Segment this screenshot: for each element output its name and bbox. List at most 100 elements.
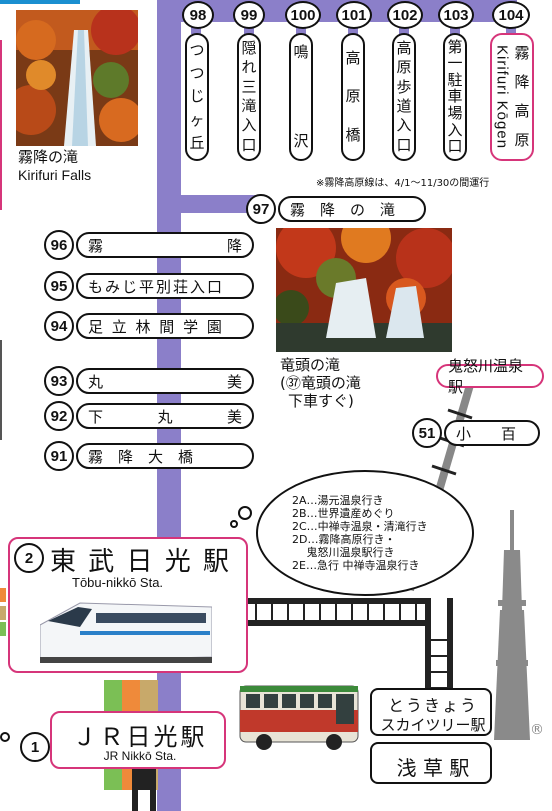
stop-98-char: 丘: [189, 133, 205, 152]
stop-number-92: 92: [44, 401, 74, 431]
stop-104-char: 原: [514, 131, 530, 149]
stop-99-char: れ: [241, 58, 257, 77]
stop-number-91: 91: [44, 441, 74, 471]
bubble-dot-small: [230, 520, 238, 528]
kirifuri-falls-photo: [16, 10, 138, 146]
spacia-train-image: [39, 597, 213, 667]
stop-number-99: 99: [233, 1, 265, 29]
stop-96-label: 霧: [88, 236, 104, 255]
stop-104-char: 降: [514, 73, 530, 91]
asakusa-station-name: 浅 草 駅: [396, 756, 470, 780]
stop-94-label: 足 立 林 間 学 園: [88, 317, 224, 336]
skytree-station-line2: スカイツリー駅: [380, 716, 486, 734]
stop-98-char: つ: [189, 64, 205, 83]
stop-93-label: 丸: [88, 372, 104, 391]
asakusa-station[interactable]: 浅 草 駅: [370, 742, 492, 784]
stop-99-char: 三: [241, 77, 257, 96]
stop-momijidaira-bessou-iriguchi[interactable]: もみじ平別荘入口: [76, 273, 254, 299]
stop-kotsuka[interactable]: 小 百: [444, 420, 540, 446]
stop-99-char: 滝: [241, 97, 257, 116]
stop-93-label: 美: [226, 372, 242, 391]
ryuzu-falls-caption-1: 竜頭の滝: [280, 356, 341, 374]
stop-103-char: 入: [447, 120, 463, 139]
stop-narusawa[interactable]: 鳴 沢: [289, 33, 313, 161]
skytree-silhouette: [494, 510, 530, 740]
stop-number-101: 101: [336, 1, 372, 29]
station-number-2: 2: [14, 543, 44, 573]
stop-number-95: 95: [44, 271, 74, 301]
seasonal-note: ※霧降高原線は、4/1～11/30の間運行: [316, 178, 490, 189]
stop-number-93: 93: [44, 366, 74, 396]
stop-96-label: 降: [226, 236, 242, 255]
stop-shimomarumi[interactable]: 下丸美: [76, 403, 254, 429]
stop-98-char: ヶ: [189, 110, 205, 129]
jr-nikko-station[interactable]: ＪＲ日光駅 JR Nikkō Sta.: [50, 711, 226, 769]
jr-dot: [0, 732, 10, 742]
kirifuri-falls-caption-en: Kirifuri Falls: [18, 167, 92, 183]
bubble-dot-medium: [238, 506, 252, 520]
tobu-station-name-en: Tōbu-nikkō Sta.: [72, 575, 164, 590]
stop-daiichi-chushajo-iriguchi[interactable]: 第 一 駐 車 場 入 口: [443, 33, 467, 161]
stop-104-romaji: Kirifuri Kōgen: [493, 44, 511, 150]
stop-kirifuri-kogen[interactable]: Kirifuri Kōgen 霧 降 高 原: [490, 33, 534, 161]
kinugawa-onsen-station[interactable]: 鬼怒川温泉駅: [436, 357, 544, 396]
stop-marumi[interactable]: 丸美: [76, 368, 254, 394]
stop-104-char: 霧: [514, 44, 530, 62]
stop-number-51: 51: [412, 418, 442, 448]
stop-number-104: 104: [492, 1, 530, 29]
stop-number-100: 100: [285, 1, 321, 29]
registered-mark: ®: [530, 722, 544, 738]
stop-kirifuri[interactable]: 霧降: [76, 232, 254, 258]
stop-adachi-rinkan-gakuen[interactable]: 足 立 林 間 学 園: [76, 313, 254, 339]
legend-2d-cont: 鬼怒川温泉駅行き: [292, 546, 395, 559]
legend-2a: 2A…湯元温泉行き: [292, 494, 384, 507]
stop-102-char: 歩: [396, 77, 412, 96]
stop-102-char: 高: [396, 39, 412, 58]
stop-tsutsujigaoka[interactable]: つ つ じ ヶ 丘: [185, 33, 209, 161]
route-legend: 2A…湯元温泉行き 2B…世界遺産めぐり 2C…中禅寺温泉・清滝行き 2D…霧降…: [292, 494, 428, 572]
stop-101-char: 高: [345, 48, 361, 67]
stop-103-char: 場: [447, 104, 463, 123]
kirifuri-falls-caption-ja: 霧降の滝: [18, 148, 79, 166]
ryuzu-falls-photo: [276, 228, 452, 352]
stop-98-char: つ: [189, 41, 205, 60]
stop-kogenbashi[interactable]: 高 原 橋: [341, 33, 365, 161]
stop-101-char: 原: [345, 87, 361, 106]
stop-number-96: 96: [44, 230, 74, 260]
stop-number-102: 102: [387, 1, 423, 29]
stop-99-char: 隠: [241, 39, 257, 58]
bus-image: [236, 680, 362, 752]
stop-103-char: 第: [447, 37, 463, 56]
stop-kogenhodo-iriguchi[interactable]: 高 原 歩 道 入 口: [392, 33, 416, 161]
stop-103-char: 口: [447, 137, 463, 156]
tobu-nikko-station[interactable]: 2 東 武 日 光 駅 Tōbu-nikkō Sta.: [8, 537, 248, 673]
stop-99-char: 口: [241, 135, 257, 154]
stop-99-char: 入: [241, 116, 257, 135]
ryuzu-falls-caption-3: 下車すぐ): [288, 392, 354, 410]
stop-102-char: 原: [396, 58, 412, 77]
stop-92-label: 丸: [157, 407, 173, 426]
stop-102-char: 口: [396, 135, 412, 154]
jr-station-name-ja: ＪＲ日光駅: [72, 723, 208, 751]
stop-97-label: 霧 降 の 滝: [290, 200, 396, 219]
stop-92-label: 美: [226, 407, 242, 426]
stop-kirifuri-ohashi[interactable]: 霧 降 大 橋: [76, 443, 254, 469]
station-number-1: 1: [20, 732, 50, 762]
top-blue-accent: [0, 0, 80, 4]
tokyo-skytree-station[interactable]: とうきょう スカイツリー駅: [370, 688, 492, 736]
stop-100-char: 沢: [293, 132, 309, 150]
stop-103-char: 一: [447, 54, 463, 73]
stop-number-97: 97: [246, 194, 276, 224]
stop-kakuresantaki-iriguchi[interactable]: 隠 れ 三 滝 入 口: [237, 33, 261, 161]
stop-103-char: 車: [447, 87, 463, 106]
route-branch-97: [157, 195, 257, 213]
stop-51-label: 小 百: [456, 424, 517, 443]
legend-2c: 2C…中禅寺温泉・清滝行き: [292, 520, 428, 533]
stop-95-label: もみじ平別荘入口: [88, 277, 225, 296]
stop-number-94: 94: [44, 311, 74, 341]
kinugawa-station-label: 鬼怒川温泉駅: [448, 357, 524, 396]
stop-102-char: 入: [396, 116, 412, 135]
stop-kirifuri-no-taki[interactable]: 霧 降 の 滝: [278, 196, 426, 222]
stop-number-103: 103: [438, 1, 474, 29]
stop-number-98: 98: [182, 1, 214, 29]
